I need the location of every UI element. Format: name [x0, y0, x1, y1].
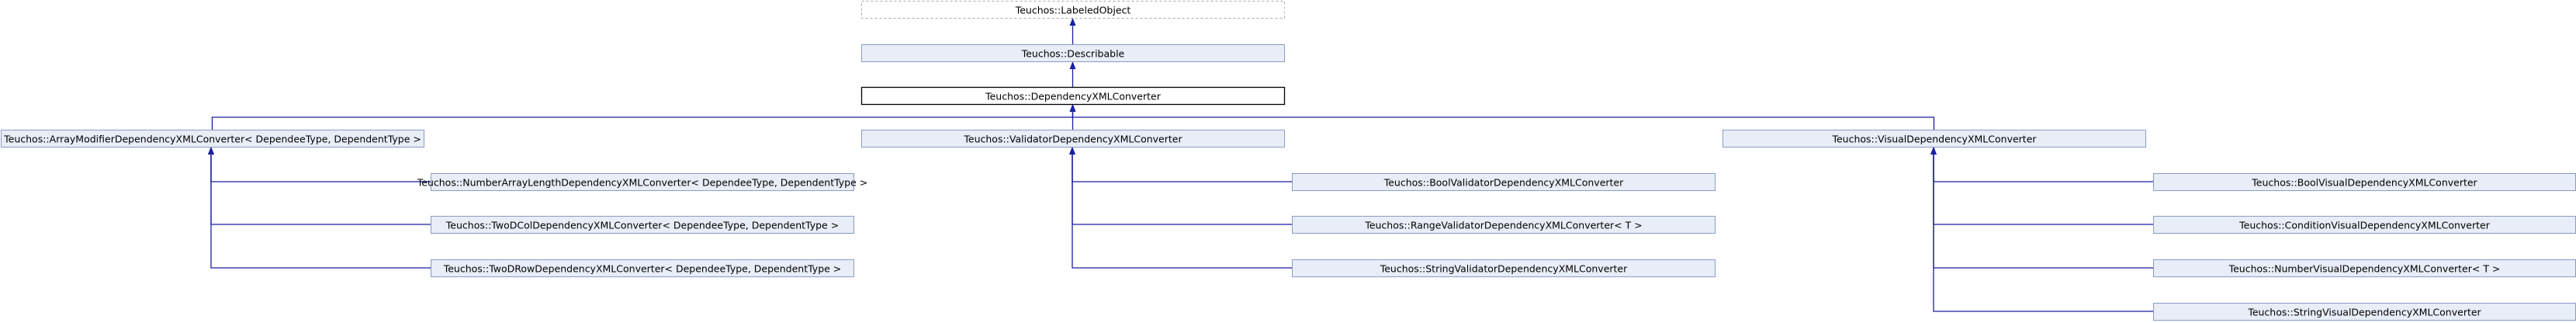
- inheritance-edge-string-visual-to-visual: [1930, 147, 2153, 312]
- class-node-label: Teuchos::StringValidatorDependencyXMLCon…: [1380, 263, 1628, 275]
- class-node-label: Teuchos::ValidatorDependencyXMLConverter: [963, 134, 1182, 145]
- class-node-label: Teuchos::NumberVisualDependencyXMLConver…: [2228, 263, 2501, 275]
- class-node-visual[interactable]: Teuchos::VisualDependencyXMLConverter: [1723, 130, 2146, 148]
- class-node-box: [1, 130, 424, 148]
- class-node-two-d-row[interactable]: Teuchos::TwoDRowDependencyXMLConverter< …: [431, 259, 854, 277]
- class-node-label: Teuchos::TwoDRowDependencyXMLConverter< …: [443, 263, 842, 275]
- class-node-two-d-col[interactable]: Teuchos::TwoDColDependencyXMLConverter< …: [431, 216, 854, 234]
- inheritance-edge-range-validator-to-validator: [1069, 147, 1292, 225]
- inheritance-edge-two-d-row-to-array-modifier: [208, 147, 431, 269]
- class-node-box: [1292, 173, 1716, 191]
- inheritance-edge-two-d-col-to-array-modifier: [208, 147, 431, 225]
- class-node-bool-validator[interactable]: Teuchos::BoolValidatorDependencyXMLConve…: [1292, 173, 1716, 191]
- inheritance-edge-number-visual-to-visual: [1930, 147, 2153, 269]
- class-node-box: [860, 86, 1286, 106]
- class-node-condition-visual[interactable]: Teuchos::ConditionVisualDependencyXMLCon…: [2153, 216, 2576, 234]
- class-node-box: [1723, 130, 2146, 148]
- class-node-range-validator[interactable]: Teuchos::RangeValidatorDependencyXMLConv…: [1292, 216, 1716, 234]
- inheritance-edge-bool-visual-to-visual: [1930, 147, 2153, 182]
- inheritance-edge-string-validator-to-validator: [1069, 147, 1292, 269]
- class-node-label: Teuchos::NumberArrayLengthDependencyXMLC…: [417, 177, 868, 189]
- class-node-bool-visual[interactable]: Teuchos::BoolVisualDependencyXMLConverte…: [2153, 173, 2576, 191]
- class-node-label: Teuchos::ConditionVisualDependencyXMLCon…: [2238, 220, 2491, 231]
- class-node-label: Teuchos::ArrayModifierDependencyXMLConve…: [3, 134, 421, 145]
- class-node-box: [861, 44, 1285, 62]
- inheritance-edge-array-modifier-to-dependency-xml-converter: [211, 104, 1076, 130]
- class-node-box: [861, 1, 1285, 19]
- class-node-box: [1292, 259, 1716, 277]
- class-node-label: Teuchos::BoolValidatorDependencyXMLConve…: [1383, 177, 1624, 189]
- class-node-describable[interactable]: Teuchos::Describable: [861, 44, 1285, 62]
- class-node-dependency-xml-converter[interactable]: Teuchos::DependencyXMLConverter: [860, 86, 1286, 106]
- class-node-string-visual[interactable]: Teuchos::StringVisualDependencyXMLConver…: [2153, 303, 2576, 321]
- class-node-string-validator[interactable]: Teuchos::StringValidatorDependencyXMLCon…: [1292, 259, 1716, 277]
- class-node-box: [431, 216, 854, 234]
- inheritance-edge-visual-to-dependency-xml-converter: [1069, 104, 1935, 130]
- class-node-label: Teuchos::BoolVisualDependencyXMLConverte…: [2251, 177, 2477, 189]
- class-node-label: Teuchos::TwoDColDependencyXMLConverter< …: [445, 220, 839, 231]
- class-node-number-visual[interactable]: Teuchos::NumberVisualDependencyXMLConver…: [2153, 259, 2576, 277]
- class-node-validator[interactable]: Teuchos::ValidatorDependencyXMLConverter: [861, 130, 1285, 148]
- class-node-box: [861, 130, 1285, 148]
- class-node-array-modifier[interactable]: Teuchos::ArrayModifierDependencyXMLConve…: [1, 130, 424, 148]
- class-node-label: Teuchos::VisualDependencyXMLConverter: [1831, 134, 2037, 145]
- inheritance-edge-number-array-length-to-array-modifier: [208, 147, 431, 182]
- class-node-label: Teuchos::StringVisualDependencyXMLConver…: [2247, 307, 2481, 318]
- class-node-label: Teuchos::RangeValidatorDependencyXMLConv…: [1364, 220, 1642, 231]
- inheritance-edge-condition-visual-to-visual: [1930, 147, 2153, 225]
- class-node-label: Teuchos::DependencyXMLConverter: [985, 91, 1162, 102]
- class-node-label: Teuchos::Describable: [1021, 48, 1125, 60]
- class-node-label: Teuchos::LabeledObject: [1015, 5, 1131, 16]
- inheritance-edge-bool-validator-to-validator: [1069, 147, 1292, 182]
- class-node-box: [431, 259, 854, 277]
- class-node-labeled-object[interactable]: Teuchos::LabeledObject: [861, 1, 1285, 19]
- edges-layer: [208, 18, 2153, 312]
- class-node-box: [1292, 216, 1716, 234]
- class-node-number-array-length[interactable]: Teuchos::NumberArrayLengthDependencyXMLC…: [417, 173, 868, 191]
- class-node-box: [431, 173, 854, 191]
